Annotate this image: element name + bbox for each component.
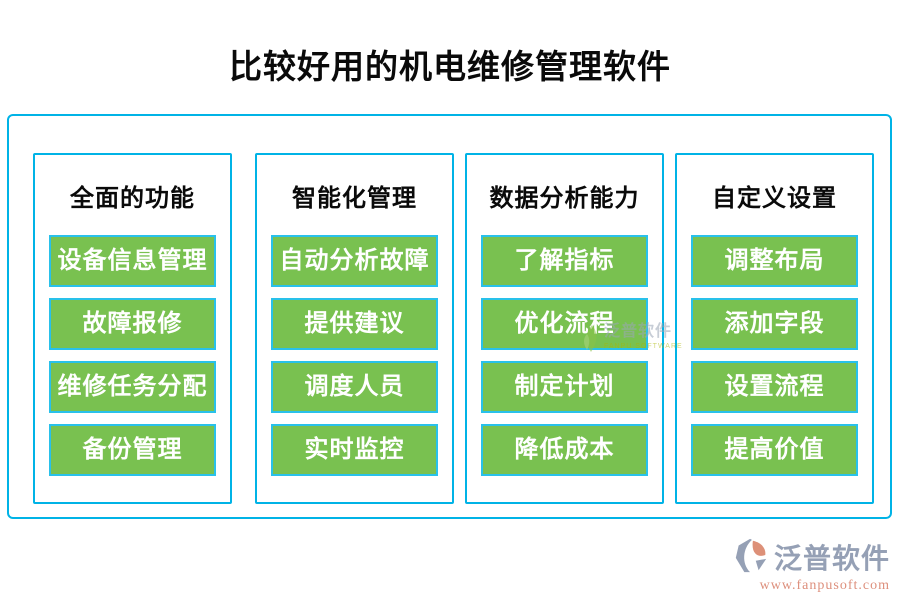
column-header: 数据分析能力 (489, 186, 640, 212)
feature-item: 备份管理 (49, 424, 216, 476)
feature-item: 故障报修 (49, 298, 216, 350)
feature-item: 实时监控 (271, 424, 438, 476)
feature-item: 优化流程 (481, 298, 648, 350)
logo-name: 泛普软件 (773, 542, 890, 574)
feature-item: 自动分析故障 (271, 235, 438, 287)
logo-row: 泛普软件 (732, 537, 890, 580)
feature-item: 了解指标 (481, 235, 648, 287)
column-header: 智能化管理 (292, 186, 417, 212)
feature-item: 设置流程 (691, 361, 858, 413)
fanpu-logo-icon (732, 537, 770, 580)
page-title: 比较好用的机电维修管理软件 (229, 50, 671, 86)
logo-url: www.fanpusoft.com (759, 578, 890, 593)
column-intelligent-management: 智能化管理 自动分析故障 提供建议 调度人员 实时监控 (255, 153, 454, 504)
column-comprehensive-functions: 全面的功能 设备信息管理 故障报修 维修任务分配 备份管理 (33, 153, 232, 504)
feature-item: 降低成本 (481, 424, 648, 476)
feature-item: 提高价值 (691, 424, 858, 476)
column-custom-settings: 自定义设置 调整布局 添加字段 设置流程 提高价值 (675, 153, 874, 504)
feature-list: 调整布局 添加字段 设置流程 提高价值 (677, 235, 872, 476)
feature-item: 调整布局 (691, 235, 858, 287)
feature-item: 提供建议 (271, 298, 438, 350)
feature-item: 调度人员 (271, 361, 438, 413)
footer-logo: 泛普软件 www.fanpusoft.com (732, 537, 890, 594)
outer-frame: 全面的功能 设备信息管理 故障报修 维修任务分配 备份管理 智能化管理 自动分析… (7, 114, 892, 519)
column-data-analysis: 数据分析能力 了解指标 优化流程 制定计划 降低成本 (465, 153, 664, 504)
feature-item: 添加字段 (691, 298, 858, 350)
feature-list: 设备信息管理 故障报修 维修任务分配 备份管理 (35, 235, 230, 476)
feature-list: 自动分析故障 提供建议 调度人员 实时监控 (257, 235, 452, 476)
feature-item: 维修任务分配 (49, 361, 216, 413)
column-header: 自定义设置 (712, 186, 837, 212)
feature-item: 制定计划 (481, 361, 648, 413)
feature-list: 了解指标 优化流程 制定计划 降低成本 (467, 235, 662, 476)
column-header: 全面的功能 (70, 186, 195, 212)
feature-item: 设备信息管理 (49, 235, 216, 287)
